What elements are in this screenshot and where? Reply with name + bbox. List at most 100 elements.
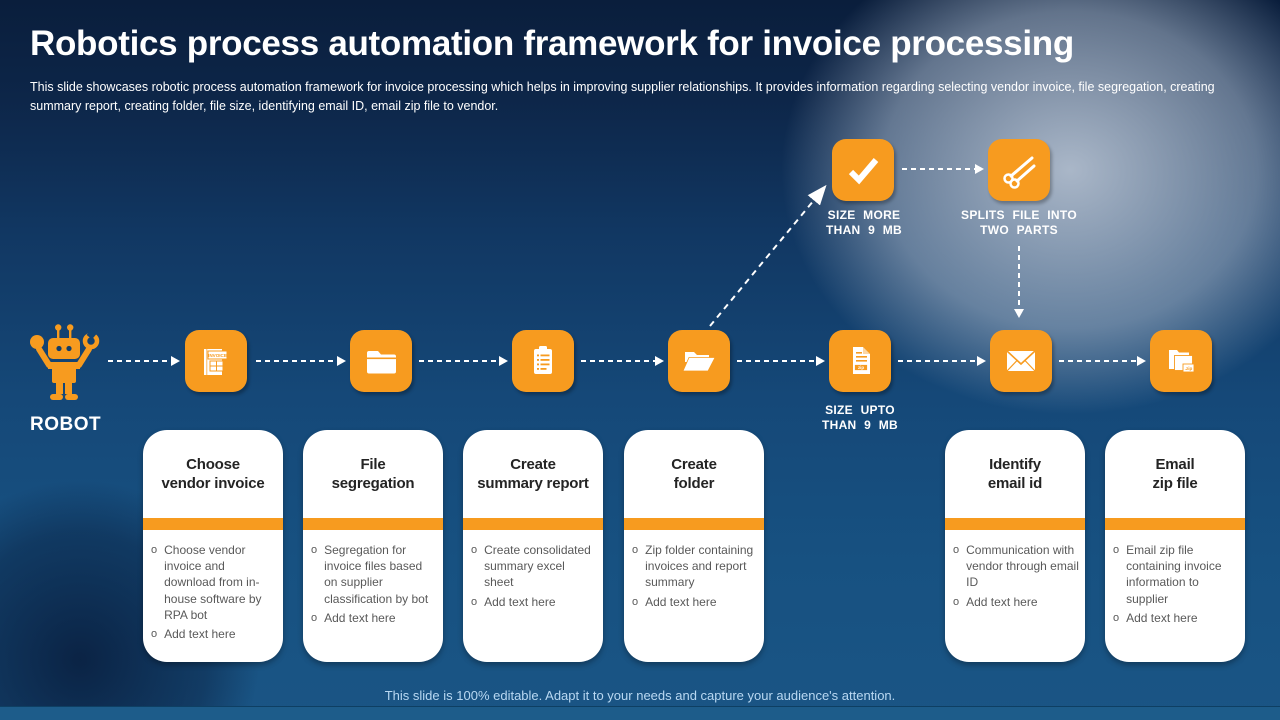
open-folder-tile [668, 330, 730, 392]
step-card-create-summary-report: Create summary report o Create consolidat… [463, 430, 603, 662]
bullet-item: o Communication with vendor through email… [953, 542, 1079, 591]
zip-file-tile: zip [829, 330, 891, 392]
card-title: Choose vendor invoice [143, 430, 283, 518]
step-card-file-segregation: File segregation o Segregation for invoic… [303, 430, 443, 662]
bullet-item: o Segregation for invoice files based on … [311, 542, 437, 607]
bullet-text: Add text here [164, 626, 236, 641]
clipboard-tile [512, 330, 574, 392]
zip-folder-tile: .zip [1150, 330, 1212, 392]
bullet-text: Communication with vendor through email … [966, 543, 1079, 590]
card-title: Create summary report [463, 430, 603, 518]
arrow-invoice-to-folder [256, 356, 346, 366]
folder-tile [350, 330, 412, 392]
invoice-tile: INVOICE [185, 330, 247, 392]
bullet-marker: o [1113, 611, 1120, 624]
card-accent-bar [463, 518, 603, 530]
bullet-marker: o [1113, 544, 1120, 556]
bullet-marker: o [632, 595, 639, 608]
zip-file-icon: zip [853, 347, 870, 374]
card-bullet-list: o Communication with vendor through email… [953, 542, 1079, 610]
bullet-text: Add text here [1126, 610, 1198, 625]
bullet-marker: o [953, 544, 960, 556]
invoice-icon-text: INVOICE [208, 353, 227, 358]
envelope-icon [1006, 350, 1036, 372]
check-tile [832, 139, 894, 201]
card-bullet-list: o Create consolidated summary excel sheet… [471, 542, 597, 610]
bullet-item: o Email zip file containing invoice infor… [1113, 542, 1239, 607]
zip-file-badge-text: zip [858, 365, 864, 370]
card-title: File segregation [303, 430, 443, 518]
arrow-clipboard-to-openfolder [581, 356, 664, 366]
step-card-choose-vendor-invoice: Choose vendor invoice o Choose vendor inv… [143, 430, 283, 662]
bullet-item: o Add text here [471, 594, 597, 610]
page-subtitle: This slide showcases robotic process aut… [30, 80, 1215, 114]
step-card-identify-email-id: Identify email id o Communication with ve… [945, 430, 1085, 662]
arrow-openfolder-to-zipfile [737, 356, 825, 366]
zip-size-label-line: THAN 9 MB [821, 418, 899, 432]
bullet-text: Create consolidated summary excel sheet [484, 543, 591, 590]
bullet-marker: o [471, 595, 478, 608]
bullet-text: Add text here [324, 610, 396, 625]
scissors-tile [988, 139, 1050, 201]
bullet-text: Email zip file containing invoice inform… [1126, 543, 1222, 606]
zip-size-label-line: SIZE UPTO [825, 403, 895, 417]
card-title-line: File [360, 456, 386, 473]
bullet-item: o Add text here [311, 610, 437, 626]
card-bullet-list: o Segregation for invoice files based on … [311, 542, 437, 626]
card-title-line: folder [673, 474, 715, 492]
card-title: Identify email id [945, 430, 1085, 518]
card-accent-bar [1105, 518, 1245, 530]
arrow-check-to-scissors [902, 164, 984, 174]
card-title-line: Choose [186, 456, 240, 473]
check-label-line: SIZE MORE [827, 208, 901, 222]
card-title-line: zip file [1152, 474, 1198, 492]
card-title-line: vendor invoice [161, 474, 265, 492]
scissors-icon [1003, 156, 1036, 189]
folder-icon [367, 351, 396, 374]
arrow-email-to-zipfolder [1059, 356, 1146, 366]
bullet-marker: o [311, 544, 318, 556]
footer-note: This slide is 100% editable. Adapt it to… [384, 688, 896, 703]
arrow-scissors-to-email [1014, 246, 1024, 318]
open-folder-icon [682, 352, 716, 372]
zip-size-label: SIZE UPTO THAN 9 MB [810, 403, 910, 433]
scissors-label-line: TWO PARTS [980, 223, 1058, 237]
zip-folder-icon: .zip [1169, 350, 1195, 373]
bullet-marker: o [471, 544, 478, 556]
scissors-label-line: SPLITS FILE INTO [961, 208, 1077, 222]
bullet-text: Add text here [484, 594, 556, 609]
bullet-item: o Add text here [632, 594, 758, 610]
arrow-zipfile-to-email [898, 356, 986, 366]
robot-label: ROBOT [30, 414, 102, 435]
bullet-text: Choose vendor invoice and download from … [164, 543, 262, 622]
bullet-text: Segregation for invoice files based on s… [324, 543, 429, 606]
card-title-line: summary report [477, 474, 589, 492]
check-label-line: THAN 9 MB [825, 223, 903, 237]
card-accent-bar [945, 518, 1085, 530]
card-title-line: Email [1155, 456, 1195, 473]
bottom-strip [0, 706, 1280, 720]
card-bullet-list: o Choose vendor invoice and download from… [151, 542, 277, 642]
robot-icon [30, 324, 100, 400]
checkmark-icon [848, 158, 879, 185]
bullet-text: Zip folder containing invoices and repor… [645, 543, 754, 590]
email-tile [990, 330, 1052, 392]
card-title-line: Create [671, 456, 717, 473]
card-title-line: Identify [989, 456, 1041, 473]
card-title: Email zip file [1105, 430, 1245, 518]
card-bullet-list: o Email zip file containing invoice infor… [1113, 542, 1239, 626]
card-accent-bar [143, 518, 283, 530]
card-title-line: segregation [331, 474, 415, 492]
card-bullet-list: o Zip folder containing invoices and repo… [632, 542, 758, 610]
arrow-folder-to-check [709, 184, 827, 327]
bullet-marker: o [151, 627, 158, 640]
card-accent-bar [624, 518, 764, 530]
arrow-robot-to-invoice [108, 356, 180, 366]
bullet-text: Add text here [645, 594, 717, 609]
card-accent-bar [303, 518, 443, 530]
step-card-create-folder: Create folder o Zip folder containing inv… [624, 430, 764, 662]
bullet-marker: o [311, 611, 318, 624]
